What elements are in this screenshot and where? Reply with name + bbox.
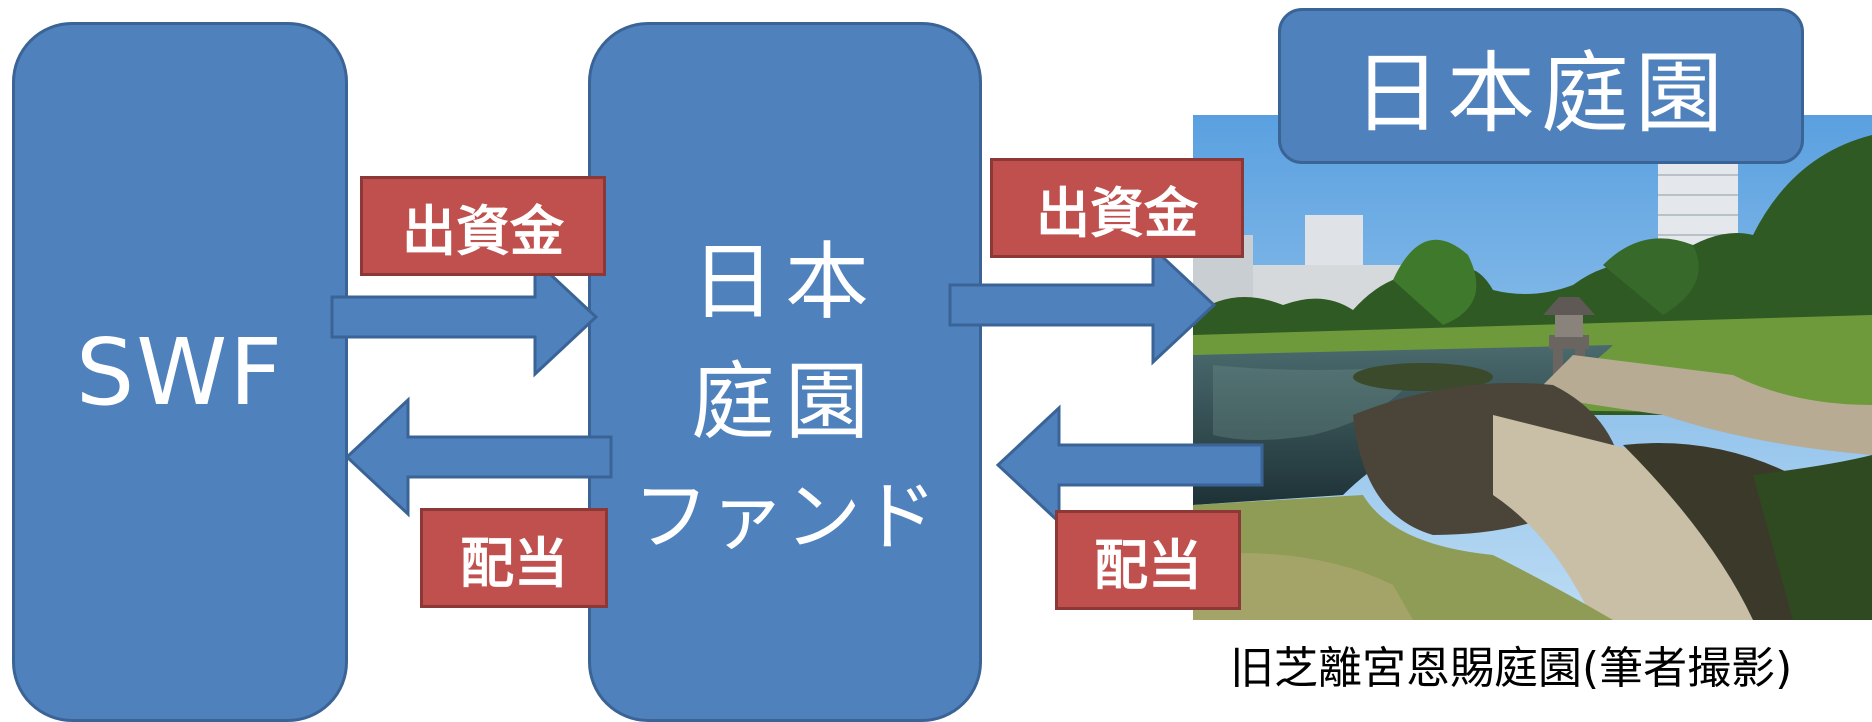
dividend-label-right: 配当 xyxy=(1055,510,1241,610)
swf-node: SWF xyxy=(12,22,348,722)
investment-label-right: 出資金 xyxy=(990,158,1244,258)
investment-arrow-right xyxy=(948,244,1217,366)
garden-title-label: 日本庭園 xyxy=(1352,41,1729,145)
garden-title-node: 日本庭園 xyxy=(1278,8,1804,164)
photo-caption: 旧芝離宮恩賜庭園(筆者撮影) xyxy=(1230,643,1793,694)
dividend-arrow-right xyxy=(995,404,1264,526)
investment-label-left: 出資金 xyxy=(360,176,606,276)
fund-node: 日本 庭園 ファンド xyxy=(588,22,982,722)
investment-arrow-left xyxy=(330,256,599,378)
fund-label-line1: 日本 xyxy=(690,233,879,331)
dividend-arrow-left xyxy=(344,396,613,518)
garden-photo xyxy=(1193,115,1872,620)
fund-label-line3: ファンド xyxy=(633,472,937,561)
fund-label-line2: 庭園 xyxy=(690,353,879,451)
dividend-label-left: 配当 xyxy=(420,508,608,608)
swf-label: SWF xyxy=(75,318,285,426)
